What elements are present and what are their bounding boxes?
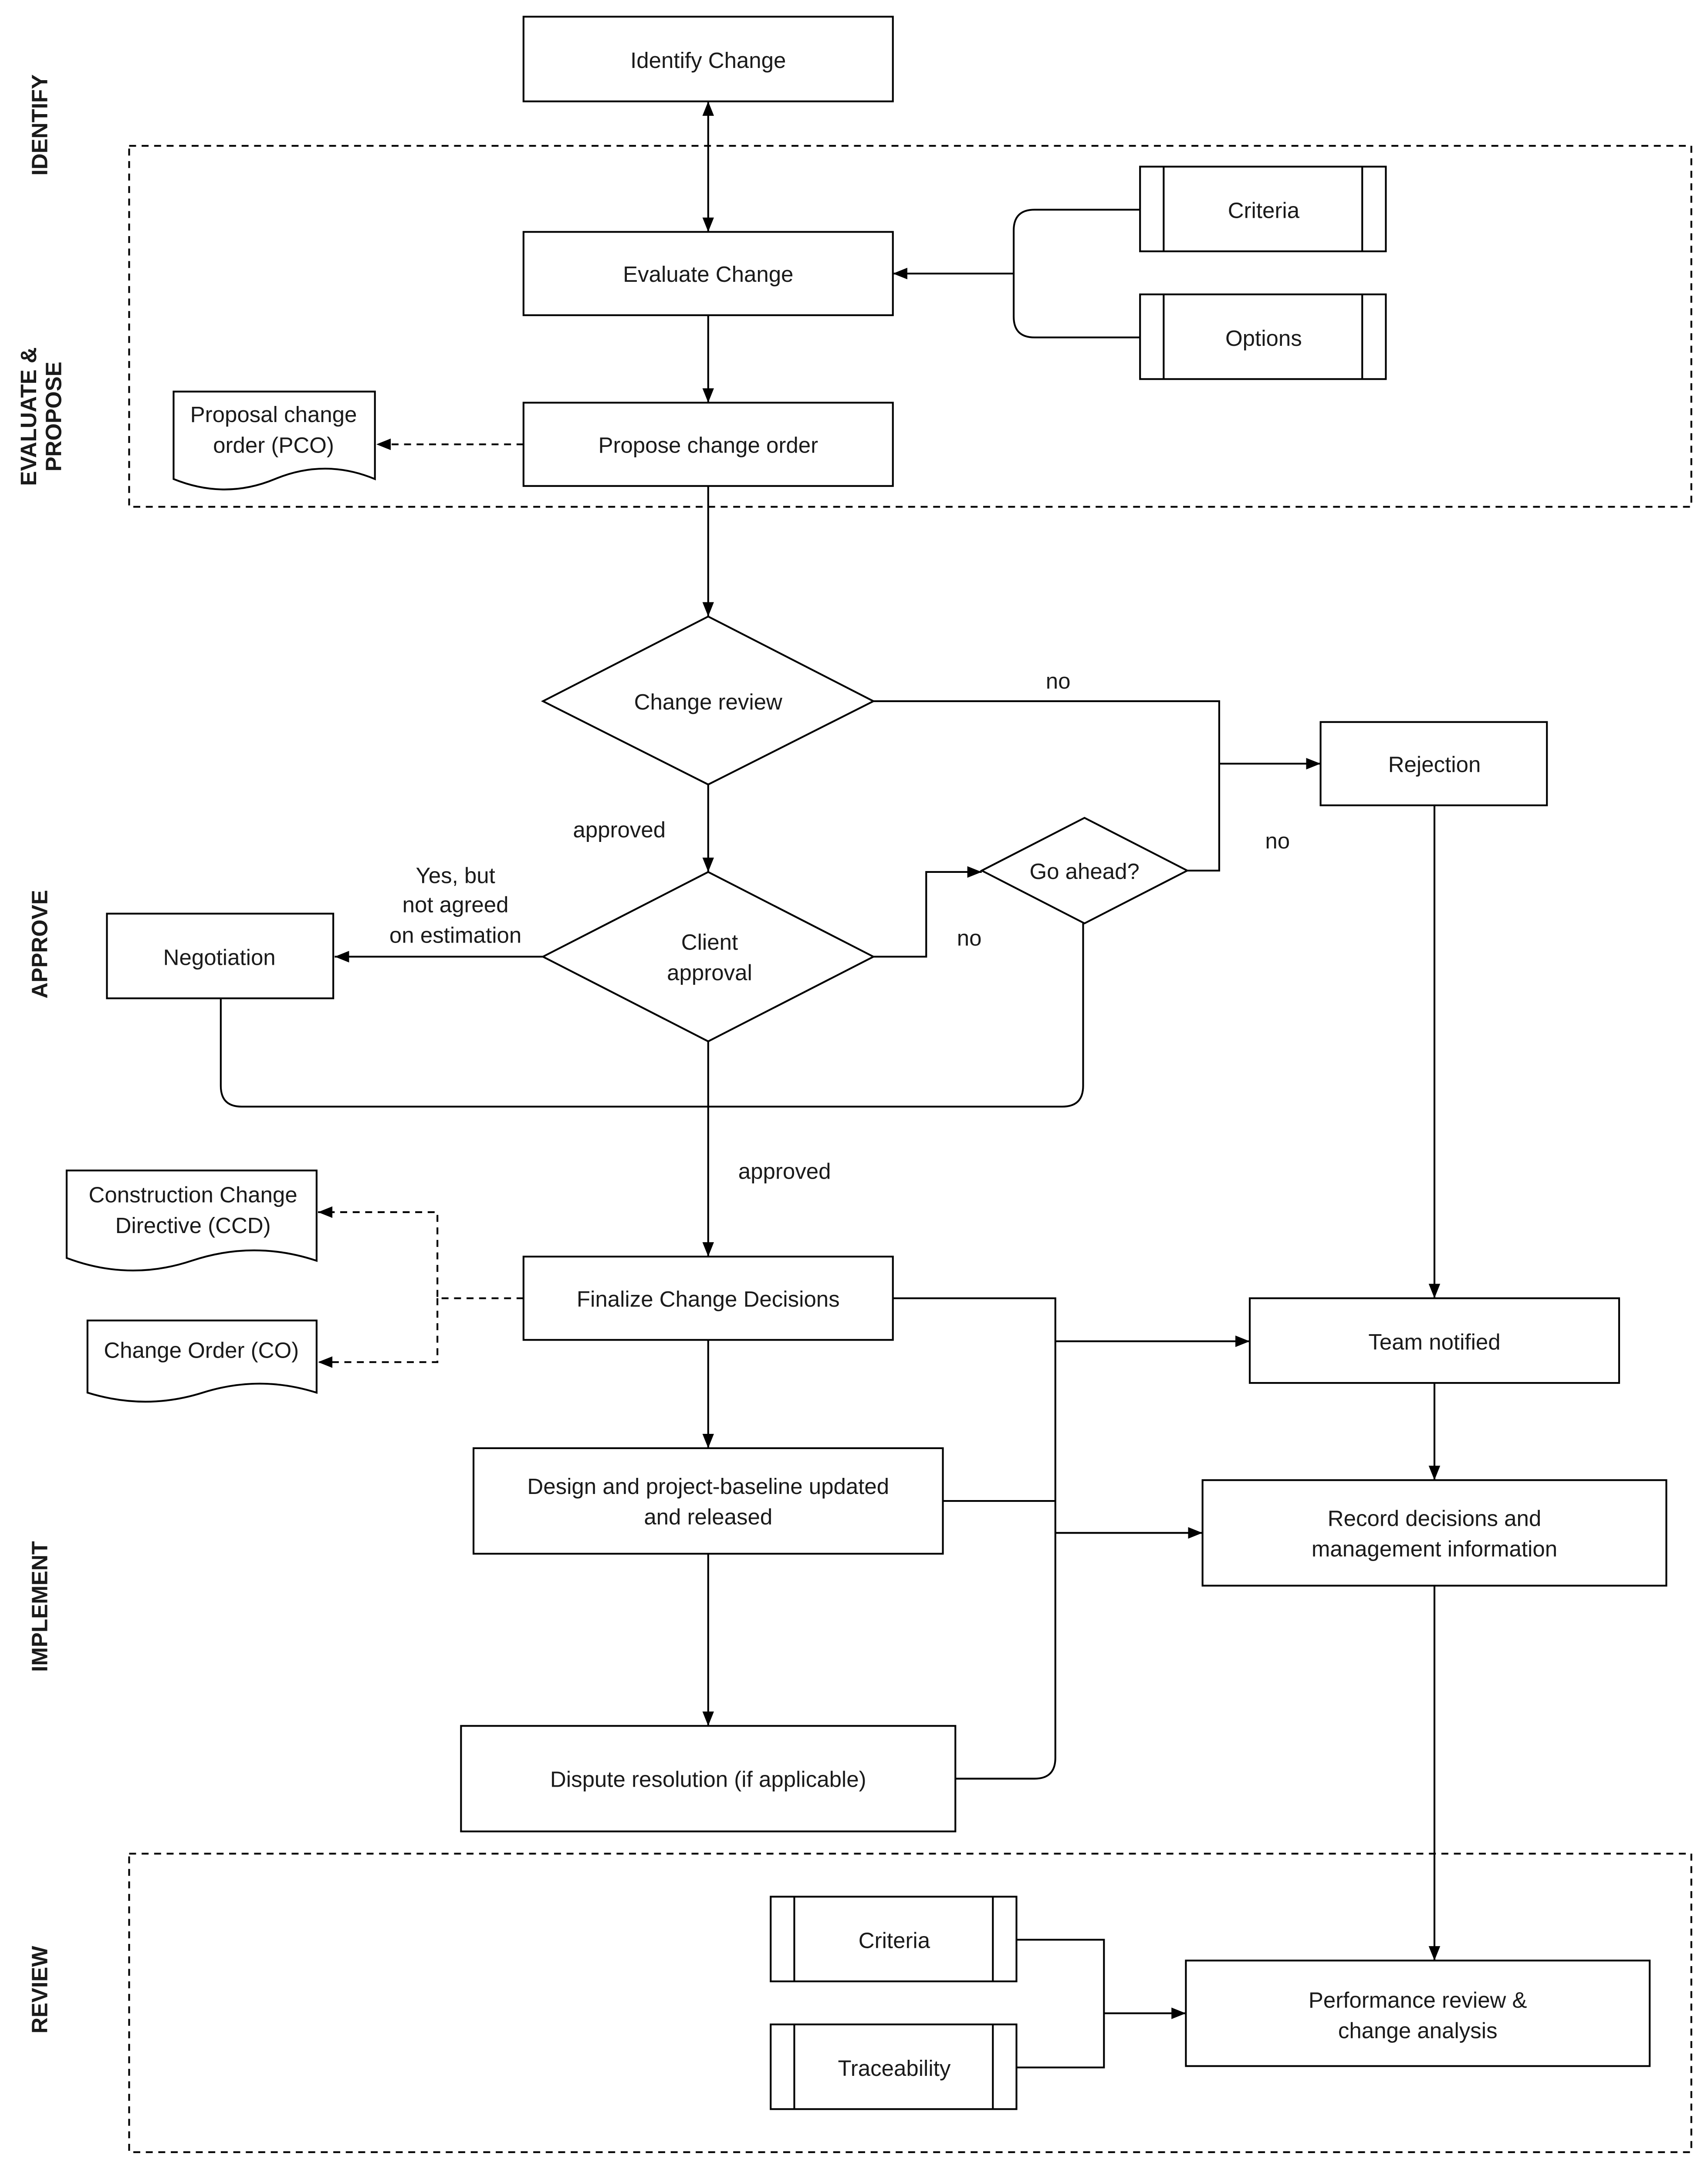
node-criteria-evaluate[interactable]: Criteria xyxy=(1139,166,1387,253)
svg-text:Performance review &: Performance review & xyxy=(1309,1988,1527,2013)
svg-text:management information: management information xyxy=(1312,1537,1557,1561)
document-change-order[interactable]: Change Order (CO) xyxy=(86,1319,318,1403)
document-pco[interactable]: Proposal change order (PCO) xyxy=(172,390,376,490)
node-rejection[interactable]: Rejection xyxy=(1319,721,1548,807)
lane-implement: IMPLEMENT xyxy=(27,1541,52,1672)
node-traceability[interactable]: Traceability xyxy=(770,2023,1018,2110)
svg-text:Dispute resolution (if applica: Dispute resolution (if applicable) xyxy=(550,1767,866,1792)
node-negotiation[interactable]: Negotiation xyxy=(106,912,335,1000)
node-evaluate-change[interactable]: Evaluate Change xyxy=(522,231,894,316)
svg-text:Directive (CCD): Directive (CCD) xyxy=(115,1213,271,1238)
node-dispute-resolution[interactable]: Dispute resolution (if applicable) xyxy=(460,1725,957,1832)
connectors xyxy=(220,101,1441,2068)
svg-text:Change Order (CO): Change Order (CO) xyxy=(104,1338,299,1363)
svg-text:Record decisions and: Record decisions and xyxy=(1328,1506,1541,1531)
lane-propose: PROPOSE xyxy=(41,362,66,471)
label-on-estimation: on estimation xyxy=(389,923,521,948)
svg-text:Identify Change: Identify Change xyxy=(630,48,786,73)
svg-text:Client: Client xyxy=(681,930,738,955)
node-team-notified[interactable]: Team notified xyxy=(1248,1297,1620,1384)
svg-text:Rejection: Rejection xyxy=(1388,752,1481,777)
svg-text:Criteria: Criteria xyxy=(1228,198,1300,223)
node-record-decisions[interactable]: Record decisions and management informat… xyxy=(1201,1479,1667,1587)
lane-approve: APPROVE xyxy=(27,890,52,998)
svg-text:Traceability: Traceability xyxy=(838,2056,951,2081)
node-design-baseline-updated[interactable]: Design and project-baseline updated and … xyxy=(472,1447,944,1555)
evaluate-group xyxy=(128,145,1692,508)
svg-text:Design and project-baseline up: Design and project-baseline updated xyxy=(527,1474,889,1499)
label-goahead-no: no xyxy=(1265,828,1290,853)
decision-change-review[interactable]: Change review xyxy=(541,615,876,786)
svg-text:Propose change order: Propose change order xyxy=(598,433,818,457)
svg-text:Negotiation: Negotiation xyxy=(163,945,276,970)
node-performance-review[interactable]: Performance review & change analysis xyxy=(1185,1960,1651,2067)
label-client-no: no xyxy=(957,926,982,950)
svg-text:Options: Options xyxy=(1225,326,1302,351)
svg-text:Change review: Change review xyxy=(634,689,782,714)
node-propose-change-order[interactable]: Propose change order xyxy=(522,402,894,487)
svg-text:Proposal change: Proposal change xyxy=(190,402,357,427)
svg-text:order (PCO): order (PCO) xyxy=(213,433,334,457)
svg-text:Go ahead?: Go ahead? xyxy=(1029,859,1139,884)
review-group xyxy=(128,1852,1692,2153)
svg-text:approval: approval xyxy=(667,960,752,985)
svg-text:Team notified: Team notified xyxy=(1368,1330,1500,1355)
svg-text:Construction Change: Construction Change xyxy=(89,1183,298,1207)
label-yes-but: Yes, but xyxy=(416,863,495,888)
svg-text:and released: and released xyxy=(644,1504,772,1529)
decision-client-approval[interactable]: Client approval xyxy=(541,871,876,1043)
svg-text:Criteria: Criteria xyxy=(859,1928,930,1953)
lane-review: REVIEW xyxy=(27,1946,52,2034)
label-review-approved: approved xyxy=(573,817,666,842)
node-identify-change[interactable]: Identify Change xyxy=(522,16,894,102)
label-review-no: no xyxy=(1046,669,1071,693)
node-options[interactable]: Options xyxy=(1139,293,1387,380)
svg-text:Finalize Change Decisions: Finalize Change Decisions xyxy=(577,1287,840,1311)
label-client-approved: approved xyxy=(738,1159,831,1183)
svg-text:Evaluate Change: Evaluate Change xyxy=(623,262,793,287)
decision-go-ahead[interactable]: Go ahead? xyxy=(980,817,1190,925)
label-not-agreed: not agreed xyxy=(402,892,509,917)
node-criteria-review[interactable]: Criteria xyxy=(770,1896,1018,1983)
node-finalize-change-decisions[interactable]: Finalize Change Decisions xyxy=(522,1255,894,1341)
lane-identify: IDENTIFY xyxy=(27,74,52,176)
document-ccd[interactable]: Construction Change Directive (CCD) xyxy=(65,1169,318,1271)
svg-text:change analysis: change analysis xyxy=(1338,2018,1498,2043)
lane-evaluate: EVALUATE & xyxy=(16,347,41,486)
